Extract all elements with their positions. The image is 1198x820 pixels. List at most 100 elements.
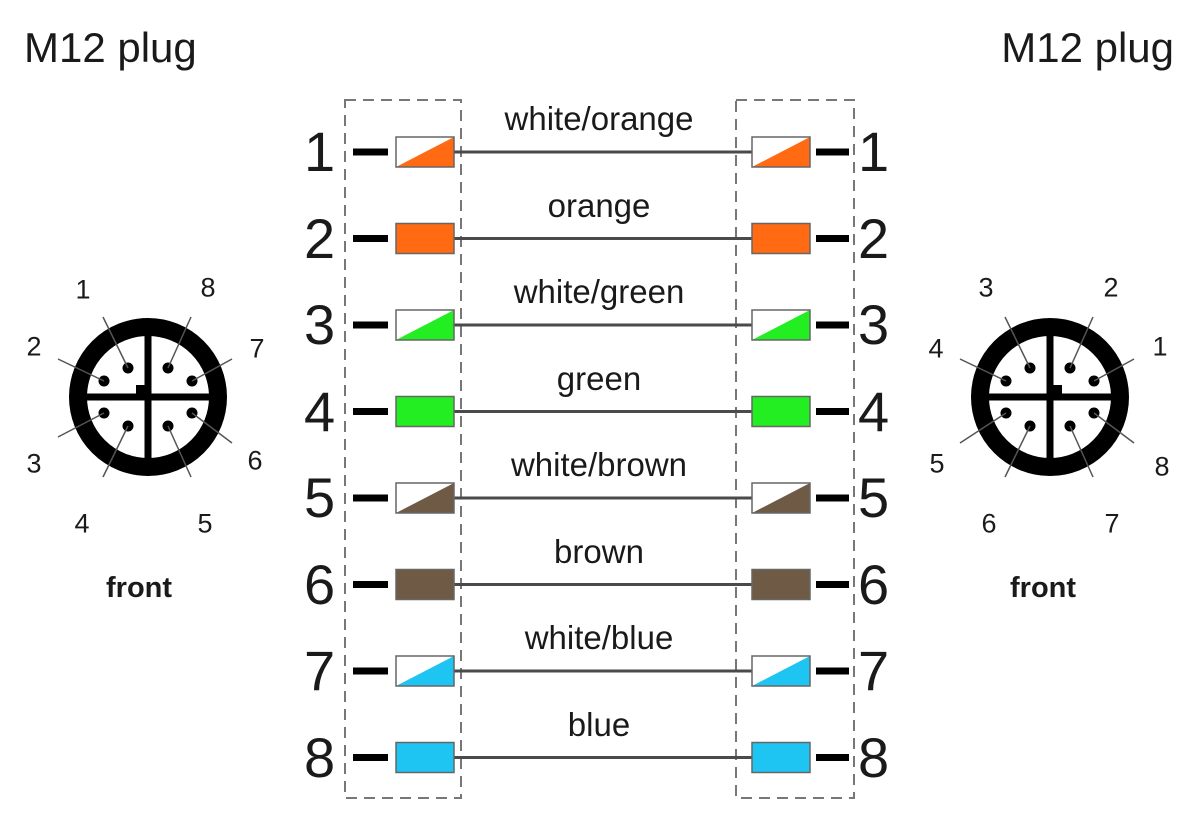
right-face-pin-label-5: 5 xyxy=(929,448,945,479)
wire-label-6: brown xyxy=(554,532,644,570)
right-block-border-6 xyxy=(751,568,811,601)
right-lead-6 xyxy=(1004,425,1031,478)
right-block-border-8 xyxy=(751,741,811,774)
left-face-pin-label-5: 5 xyxy=(197,508,213,539)
left-block-stripe-7 xyxy=(396,656,454,686)
left-block-fill-8 xyxy=(396,742,454,773)
left-lead-1 xyxy=(102,316,129,369)
left-face-pin-label-7: 7 xyxy=(249,333,265,364)
left-face-pin-label-2: 2 xyxy=(26,331,42,362)
right-block-stripe-1 xyxy=(752,137,810,167)
left-block-border-2 xyxy=(395,222,455,255)
wires-layer xyxy=(353,136,849,774)
left-face-pin-label-1: 1 xyxy=(75,274,91,305)
left-lead-6 xyxy=(191,412,233,444)
right-lead-8 xyxy=(1093,412,1135,444)
right-lead-2 xyxy=(1069,316,1094,369)
right-block-border-4 xyxy=(751,395,811,428)
left-face-pin-label-8: 8 xyxy=(200,272,216,303)
left-pin-number-3: 3 xyxy=(304,293,336,356)
left-plug-face xyxy=(57,316,233,478)
left-block-border-4 xyxy=(395,395,455,428)
left-block-border-6 xyxy=(395,568,455,601)
left-block-border-5 xyxy=(395,482,455,514)
right-pin-number-5: 5 xyxy=(858,466,890,529)
left-pin-number-7: 7 xyxy=(304,639,336,702)
left-block-stripe-3 xyxy=(396,310,454,340)
left-face-pin-label-6: 6 xyxy=(247,445,263,476)
right-pin-number-3: 3 xyxy=(858,293,890,356)
right-face-pin-label-8: 8 xyxy=(1154,451,1170,482)
left-pin-number-6: 6 xyxy=(304,552,336,616)
right-block-fill-2 xyxy=(752,223,810,254)
right-connector-box xyxy=(735,99,855,799)
wire-label-7: white/blue xyxy=(524,619,674,656)
right-block-border-1 xyxy=(751,136,811,168)
left-lead-5 xyxy=(167,425,192,478)
right-lead-5 xyxy=(959,412,1007,444)
right-face-pin-label-6: 6 xyxy=(981,508,997,539)
right-front-label: front xyxy=(1010,572,1077,604)
right-pin-number-6: 6 xyxy=(858,552,890,616)
left-lead-3 xyxy=(57,412,105,438)
left-face-key xyxy=(136,385,148,397)
right-face-key xyxy=(1050,385,1062,397)
right-plug-title: M12 plug xyxy=(1001,24,1174,71)
wire-label-5: white/brown xyxy=(510,446,688,483)
left-front-label: front xyxy=(106,572,173,604)
right-lead-1 xyxy=(1093,358,1135,382)
right-lead-4 xyxy=(959,358,1007,382)
left-block-border-7 xyxy=(395,655,455,687)
wire-label-4: green xyxy=(556,359,642,397)
left-block-stripe-1 xyxy=(396,137,454,167)
left-block-stripe-5 xyxy=(396,483,454,513)
left-lead-8 xyxy=(167,316,192,369)
right-face-pin-label-2: 2 xyxy=(1103,272,1119,303)
left-pin-number-1: 1 xyxy=(304,120,336,183)
right-pin-number-8: 8 xyxy=(858,725,890,789)
right-block-fill-8 xyxy=(752,742,810,773)
wire-label-8: blue xyxy=(567,705,631,743)
left-pin-number-4: 4 xyxy=(304,379,336,443)
left-block-border-8 xyxy=(395,741,455,774)
right-face-pin-label-1: 1 xyxy=(1152,331,1168,362)
right-pin-number-2: 2 xyxy=(858,206,890,270)
right-lead-7 xyxy=(1069,425,1094,478)
left-face-pin-label-3: 3 xyxy=(26,448,42,479)
right-block-border-5 xyxy=(751,482,811,514)
right-face-pin-label-4: 4 xyxy=(928,333,944,364)
right-block-stripe-7 xyxy=(752,656,810,686)
right-lead-3 xyxy=(1004,316,1031,369)
right-block-fill-6 xyxy=(752,569,810,600)
wire-label-3: white/green xyxy=(513,273,685,310)
left-connector-box xyxy=(344,99,462,799)
right-block-border-2 xyxy=(751,222,811,255)
right-block-stripe-3 xyxy=(752,310,810,340)
left-face-pin-label-4: 4 xyxy=(74,508,90,539)
right-face-pin-label-3: 3 xyxy=(978,272,994,303)
right-pin-number-1: 1 xyxy=(858,120,890,183)
right-block-border-7 xyxy=(751,655,811,687)
left-lead-7 xyxy=(191,358,233,382)
right-face-pin-label-7: 7 xyxy=(1104,508,1120,539)
left-plug-title: M12 plug xyxy=(24,24,197,71)
right-pin-number-4: 4 xyxy=(858,379,890,443)
left-pin-number-8: 8 xyxy=(304,725,336,789)
right-pin-number-7: 7 xyxy=(858,639,890,702)
right-block-stripe-5 xyxy=(752,483,810,513)
left-lead-2 xyxy=(57,358,105,382)
left-block-border-1 xyxy=(395,136,455,168)
left-pin-number-2: 2 xyxy=(304,206,336,270)
left-lead-4 xyxy=(102,425,129,478)
right-block-fill-4 xyxy=(752,396,810,427)
right-plug-face xyxy=(959,316,1135,478)
wire-label-2: orange xyxy=(547,186,651,224)
left-pin-number-5: 5 xyxy=(304,466,336,529)
left-block-fill-6 xyxy=(396,569,454,600)
left-block-border-3 xyxy=(395,309,455,341)
left-block-fill-2 xyxy=(396,223,454,254)
wire-label-1: white/orange xyxy=(504,100,694,137)
right-block-border-3 xyxy=(751,309,811,341)
